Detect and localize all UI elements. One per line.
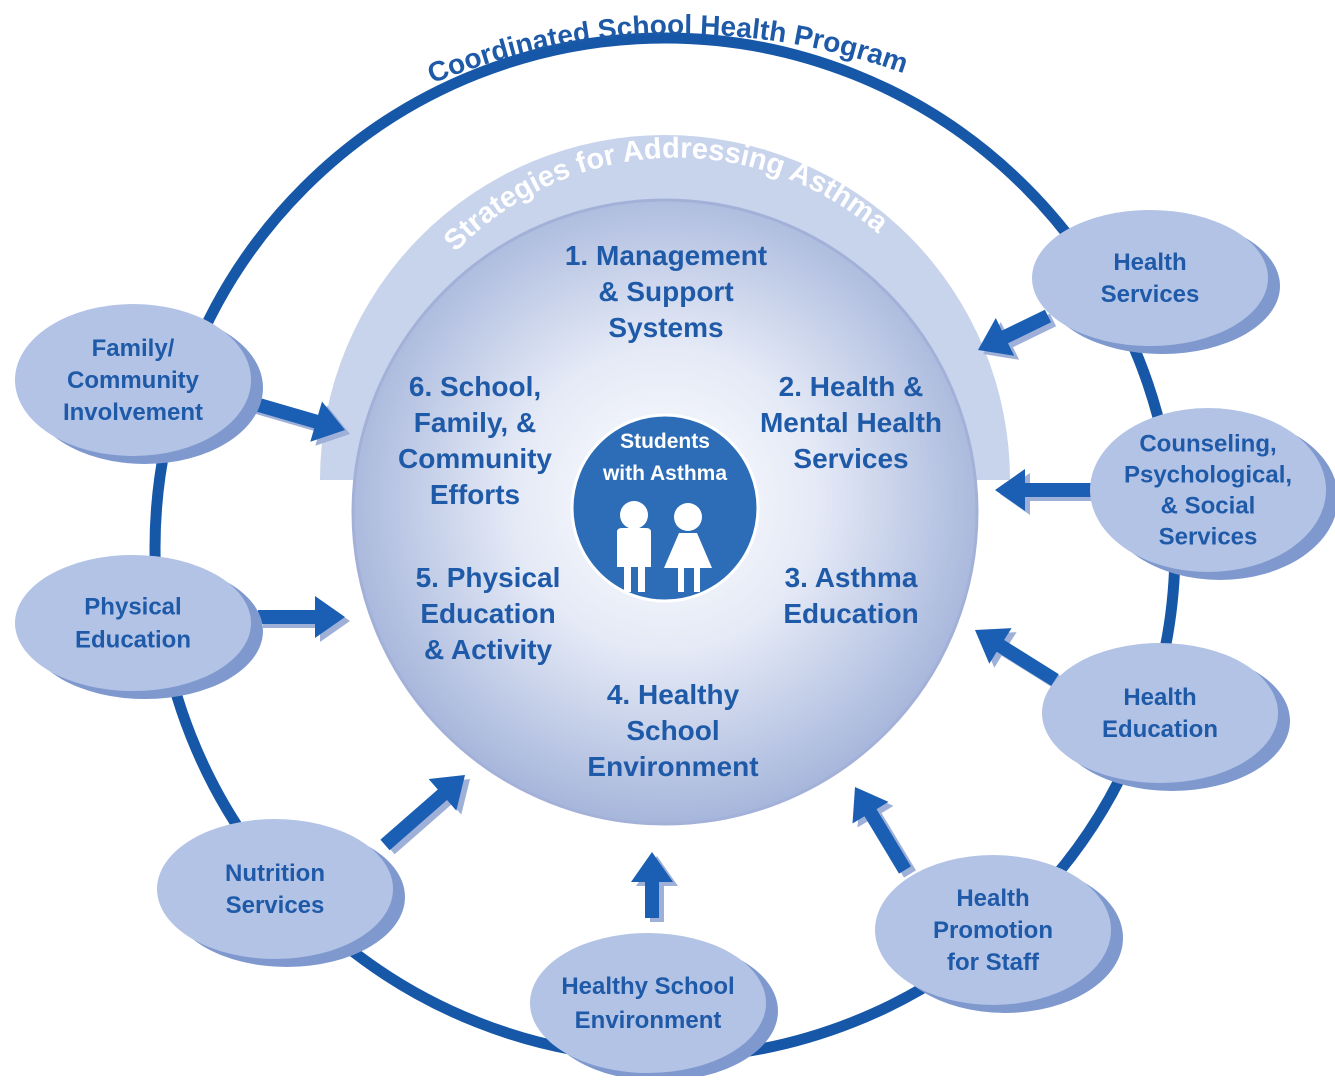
sphere-rim xyxy=(351,198,979,826)
arrow-counseling xyxy=(995,469,1097,515)
boy-figure-icon xyxy=(617,501,651,592)
arrow-health-promotion xyxy=(852,787,916,878)
girl-figure-icon xyxy=(664,503,712,592)
component-arrows xyxy=(250,309,1097,922)
arrow-health-education xyxy=(975,628,1064,690)
arrow-family-community xyxy=(250,396,350,446)
arrow-physical-education xyxy=(258,596,350,642)
arrow-healthy-school-environment xyxy=(631,852,678,922)
arrow-health-services xyxy=(978,309,1057,360)
outer-title: Coordinated School Health Program xyxy=(423,9,912,89)
arrow-nutrition-services xyxy=(380,775,470,855)
